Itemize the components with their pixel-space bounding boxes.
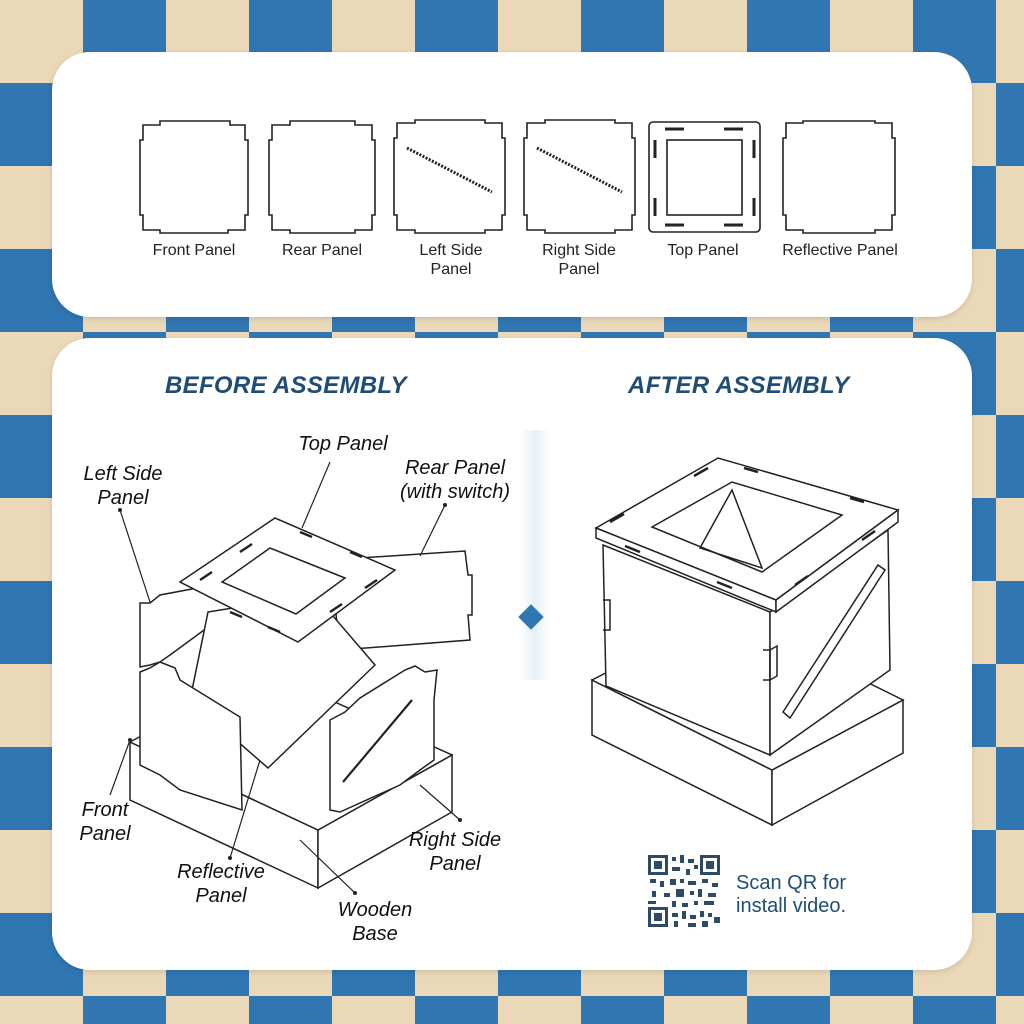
part-label-top: Top Panel bbox=[667, 242, 739, 259]
callout-right-side-panel: Right Side Panel bbox=[408, 829, 502, 875]
part-label-front: Front Panel bbox=[152, 242, 236, 259]
callout-front-panel: Front Panel bbox=[79, 799, 131, 845]
divider-glow bbox=[520, 430, 550, 680]
callout-reflective-panel: Reflective Panel bbox=[177, 861, 265, 907]
callout-wooden-base: Wooden Base bbox=[337, 899, 413, 945]
callout-left-side-panel: Left Side Panel bbox=[83, 463, 163, 509]
parts-overview-card bbox=[52, 52, 972, 317]
part-label-rear: Rear Panel bbox=[281, 242, 363, 259]
part-label-left-side: Left Side Panel bbox=[419, 242, 483, 278]
after-assembly-heading: AFTER ASSEMBLY bbox=[628, 372, 850, 399]
callout-rear-panel: Rear Panel (with switch) bbox=[399, 457, 510, 503]
part-label-reflective: Reflective Panel bbox=[782, 242, 898, 259]
callout-top-panel: Top Panel bbox=[298, 433, 388, 455]
qr-caption: Scan QR for install video. bbox=[736, 872, 847, 917]
part-label-right-side: Right Side Panel bbox=[542, 242, 616, 278]
before-assembly-heading: BEFORE ASSEMBLY bbox=[165, 372, 407, 399]
